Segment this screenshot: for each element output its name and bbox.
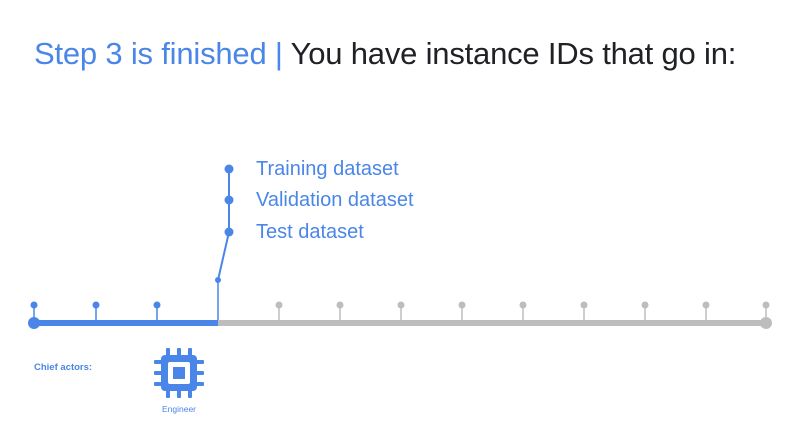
dataset-node-training xyxy=(224,164,234,174)
chief-actors-label: Chief actors: xyxy=(34,362,93,373)
chip-icon xyxy=(154,348,204,398)
completed-step-markers xyxy=(30,301,161,320)
dataset-label-training: Training dataset xyxy=(256,158,399,180)
timeline-end-node xyxy=(760,317,772,329)
timeline-start-node xyxy=(28,317,40,329)
title-step: Step 3 is finished xyxy=(34,36,267,71)
dataset-branch xyxy=(215,164,234,320)
dataset-label-test: Test dataset xyxy=(256,221,364,243)
actor-label-engineer: Engineer xyxy=(161,404,197,414)
title-separator: | xyxy=(274,36,283,71)
dataset-node-validation xyxy=(224,195,234,205)
dataset-label-validation: Validation dataset xyxy=(256,189,414,211)
slide-title: Step 3 is finished | You have instance I… xyxy=(34,36,736,72)
remaining-step-markers xyxy=(275,301,770,320)
dataset-node-test xyxy=(224,227,234,237)
title-description: You have instance IDs that go in: xyxy=(290,36,737,71)
